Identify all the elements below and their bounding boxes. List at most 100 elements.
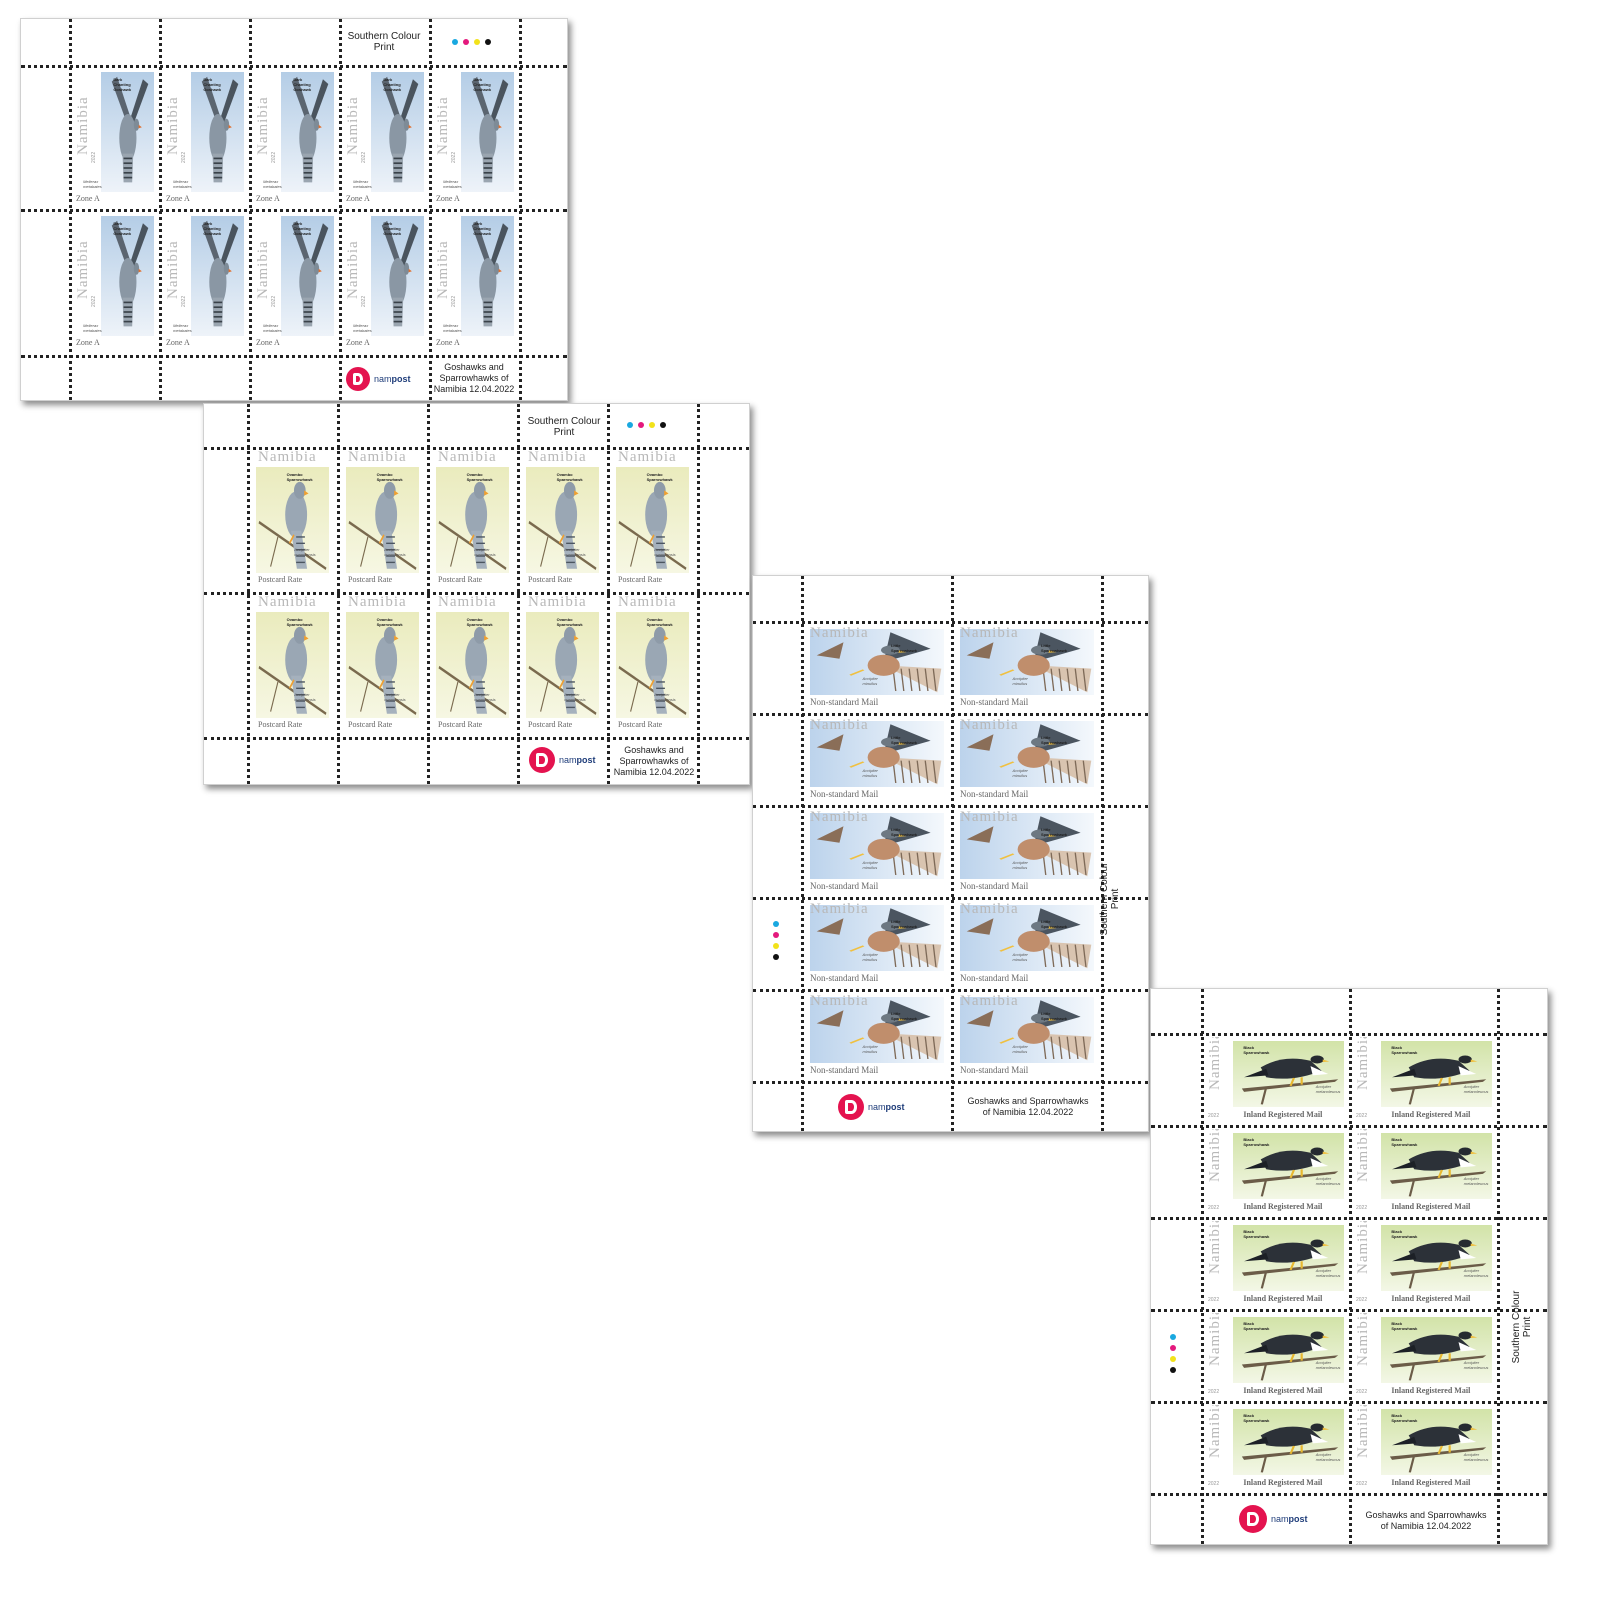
- stamp-country: Namibia: [528, 596, 587, 610]
- stamp-rate: Zone A: [76, 338, 100, 347]
- perforation-col: [339, 19, 342, 400]
- stamp-rate: Inland Registered Mail: [1243, 1294, 1323, 1303]
- stamp-country: Namibia: [1207, 1129, 1223, 1183]
- bird-illustration: [966, 816, 1092, 877]
- stamp-rate: Zone A: [76, 194, 100, 203]
- stamp-year: 2022: [361, 295, 368, 307]
- stamp-rate: Postcard Rate: [348, 575, 393, 584]
- stamp-country: Namibia: [75, 239, 91, 299]
- stamp-rate: Non-standard Mail: [960, 789, 1029, 799]
- bird-illustration: [201, 76, 239, 183]
- stamp-rate: Inland Registered Mail: [1243, 1202, 1323, 1211]
- stamp-country: Namibia: [345, 95, 361, 155]
- colour-dot: [773, 954, 779, 960]
- perforation-row: [21, 65, 567, 68]
- colour-dot: [1170, 1345, 1176, 1351]
- stamp-country: Namibia: [75, 95, 91, 155]
- stamp-artwork: [190, 72, 245, 192]
- nampost-logo-text: nampost: [1271, 1514, 1308, 1524]
- bird-illustration: [816, 632, 942, 693]
- stamp-country: Namibia: [438, 596, 497, 610]
- stamp-rate: Inland Registered Mail: [1391, 1110, 1471, 1119]
- bird-illustration: [966, 724, 1092, 785]
- perforation-col: [337, 404, 340, 784]
- bird-illustration: [348, 481, 417, 570]
- stamp-country: Namibia: [435, 95, 451, 155]
- perforation-col: [951, 576, 954, 1131]
- stamp-country: Namibia: [960, 901, 1019, 917]
- perforation-col: [801, 576, 804, 1131]
- bird-illustration: [258, 481, 327, 570]
- stamp-artwork: [280, 72, 335, 192]
- bird-illustration: [618, 626, 687, 715]
- bird-illustration: [528, 626, 597, 715]
- stamp-rate: Non-standard Mail: [960, 697, 1029, 707]
- stamp-year: 2022: [91, 151, 98, 163]
- bird-illustration: [111, 76, 149, 183]
- nampost-logo-mark: [529, 747, 555, 773]
- stamp-country: Namibia: [1355, 1221, 1371, 1275]
- bird-illustration: [966, 1000, 1092, 1061]
- perforation-col: [517, 404, 520, 784]
- bird-illustration: [966, 632, 1092, 693]
- stamp-country: Namibia: [528, 451, 587, 465]
- stamp-year: 2022: [451, 151, 458, 163]
- colour-dot: [773, 921, 779, 927]
- perforation-col: [159, 19, 162, 400]
- stamp-year: 2022: [271, 295, 278, 307]
- perforation-row: [753, 621, 1148, 624]
- stamp-rate: Postcard Rate: [438, 720, 483, 729]
- stamp-artwork: [370, 216, 425, 336]
- perforation-col: [1201, 989, 1204, 1544]
- stamp-rate: Inland Registered Mail: [1391, 1386, 1471, 1395]
